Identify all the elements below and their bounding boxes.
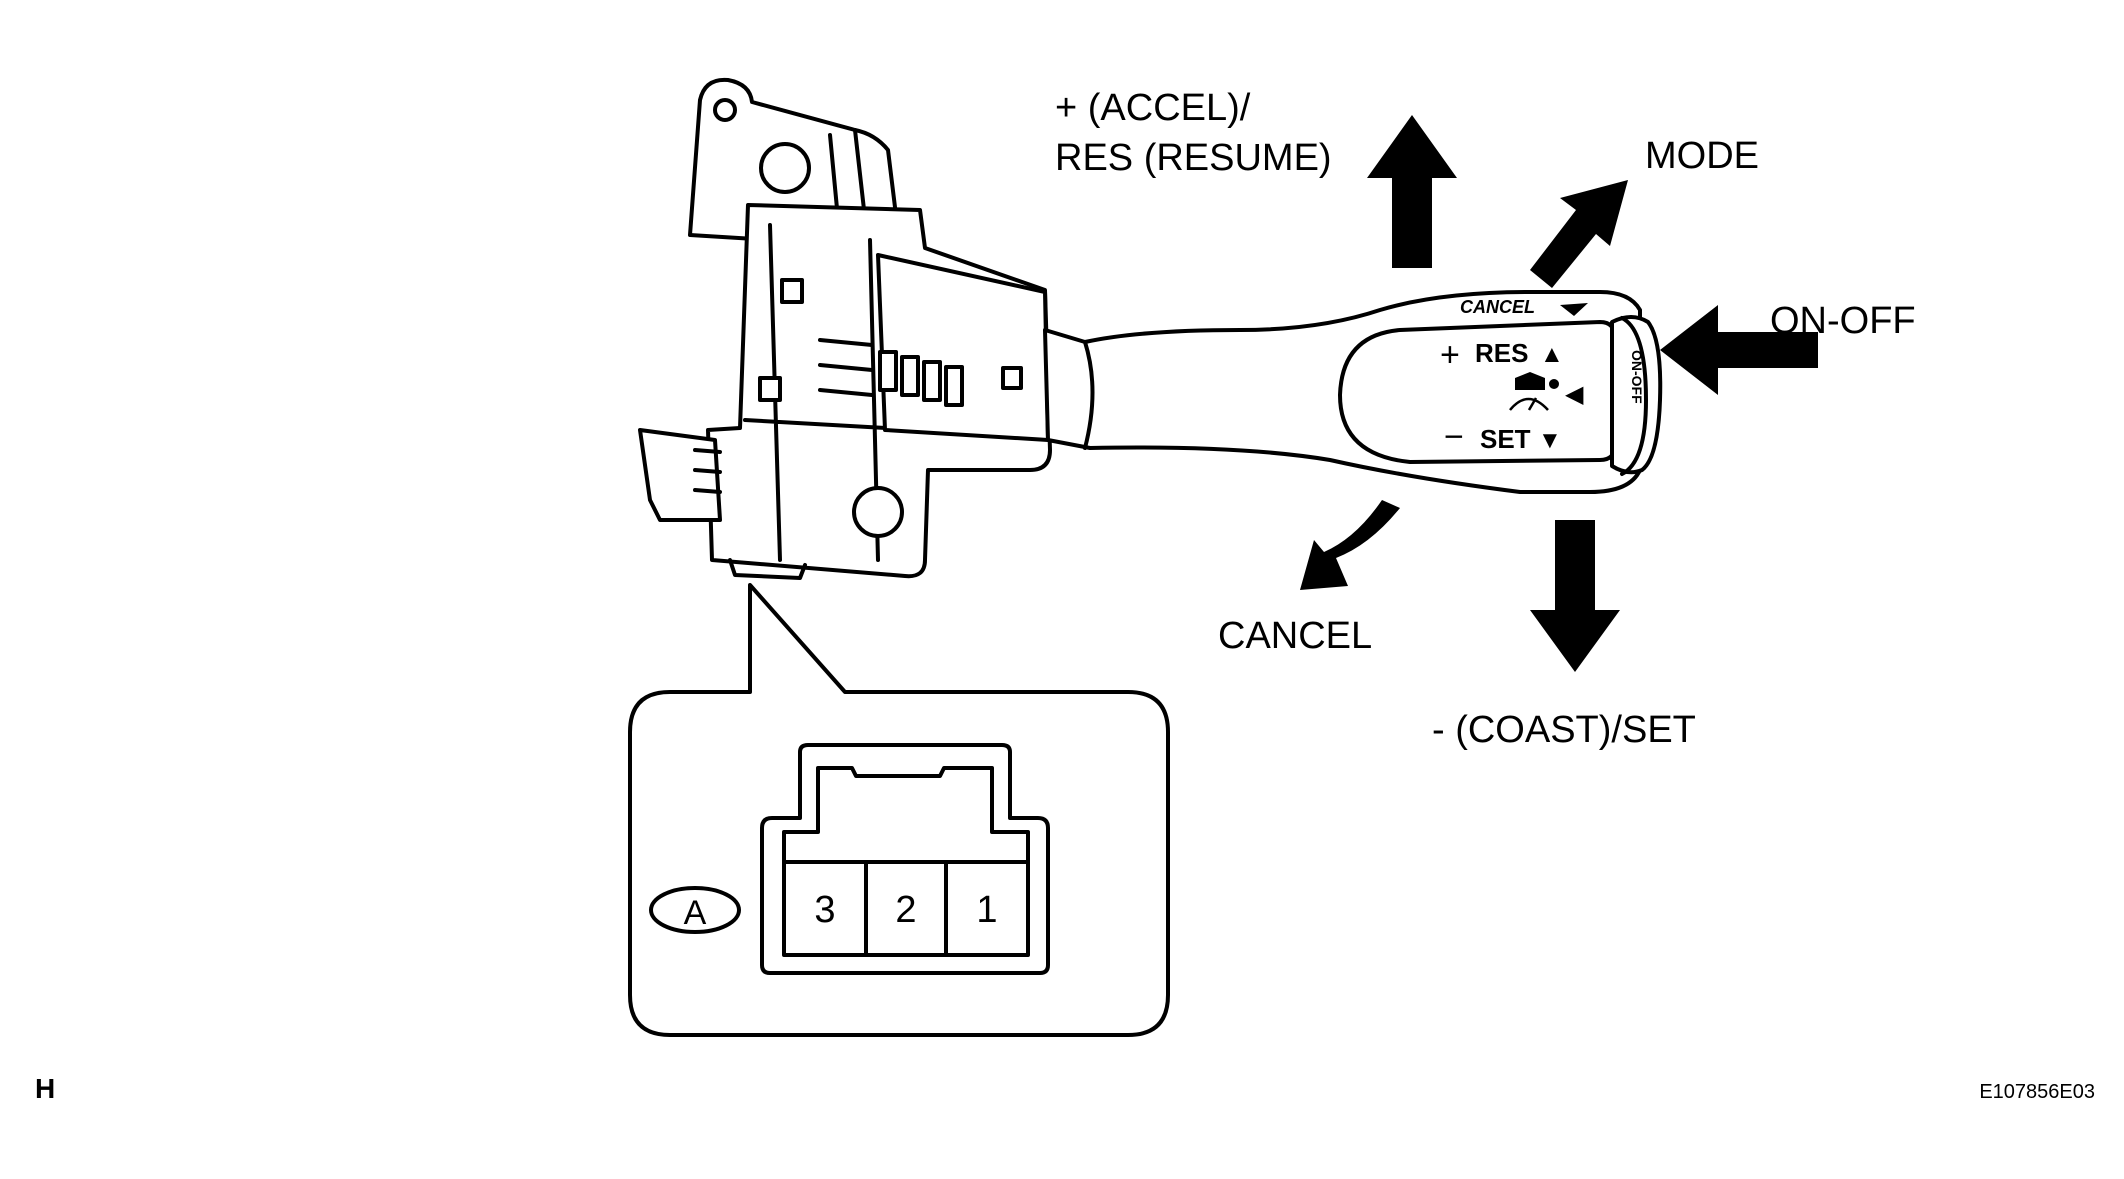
cancel-label: CANCEL — [1218, 615, 1372, 657]
knob-on-off-text: ON-OFF — [1629, 350, 1645, 404]
lever-minus-sign: − — [1444, 418, 1464, 456]
on-off-label: ON-OFF — [1770, 300, 1916, 342]
coast-set-label: - (COAST)/SET — [1432, 709, 1696, 751]
corner-letter: H — [35, 1073, 55, 1104]
connector-id-bubble — [649, 886, 741, 934]
lever-plus-sign: + — [1440, 336, 1460, 374]
accel-label-line2: RES (RESUME) — [1055, 137, 1332, 179]
lever-res-text: RES — [1475, 338, 1528, 368]
mode-arrow-icon — [1530, 180, 1628, 288]
connector-id-label: A — [684, 894, 707, 932]
connector-pin-2: 2 — [895, 889, 916, 931]
coast-arrow-icon — [1530, 520, 1620, 672]
accel-label-line1: + (ACCEL)/ — [1055, 87, 1251, 129]
connector-callout: 3 2 1 A — [628, 583, 1170, 1037]
switch-housing — [638, 77, 1052, 580]
lever-down-mark: ▼ — [1538, 427, 1562, 454]
lever-up-mark: ▲ — [1540, 341, 1564, 368]
connector-pin-1: 1 — [976, 889, 997, 931]
cancel-arrow-icon — [1300, 500, 1400, 590]
switch-lever: CANCEL + RES ▲ ◀ − SET ▼ ON-OFF — [1043, 290, 1663, 494]
lever-cancel-text: CANCEL — [1460, 297, 1535, 317]
connector-pin-3: 3 — [814, 889, 835, 931]
accel-arrow-icon — [1367, 115, 1457, 268]
mode-label: MODE — [1645, 135, 1759, 177]
cruise-control-icon — [1509, 372, 1559, 411]
on-off-arrow-icon — [1660, 305, 1818, 395]
lever-set-text: SET — [1480, 424, 1531, 454]
figure-code: E107856E03 — [1979, 1081, 2095, 1103]
lever-left-mark: ◀ — [1565, 381, 1584, 408]
